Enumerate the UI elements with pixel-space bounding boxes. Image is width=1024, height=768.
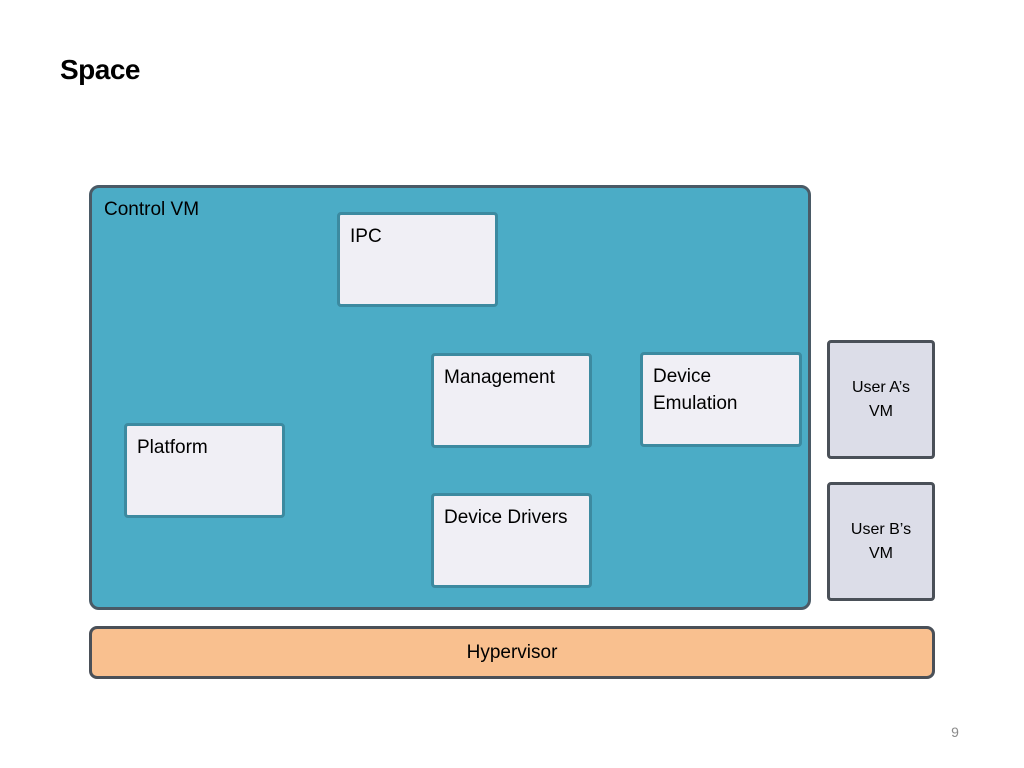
device-drivers-label: Device Drivers bbox=[444, 507, 568, 528]
user-a-vm-box: User A’s VM bbox=[827, 340, 935, 459]
control-vm-label: Control VM bbox=[104, 199, 200, 220]
slide-title: Space bbox=[60, 54, 141, 85]
hypervisor-label: Hypervisor bbox=[466, 641, 558, 663]
user-a-vm-label: User A’s VM bbox=[851, 378, 911, 420]
ipc-box: IPC bbox=[337, 212, 498, 307]
hypervisor-bar: Hypervisor bbox=[89, 626, 935, 679]
control-vm-box: Control VM IPC Management Device Emulati… bbox=[89, 185, 811, 610]
device-emulation-box: Device Emulation bbox=[640, 352, 802, 447]
user-b-vm-label: User B’s VM bbox=[850, 520, 912, 562]
platform-label: Platform bbox=[137, 437, 208, 458]
device-drivers-box: Device Drivers bbox=[431, 493, 592, 588]
device-emulation-label: Device Emulation bbox=[653, 366, 738, 414]
platform-box: Platform bbox=[124, 423, 285, 518]
management-label: Management bbox=[444, 367, 555, 388]
user-b-vm-box: User B’s VM bbox=[827, 482, 935, 601]
page-number: 9 bbox=[951, 724, 959, 740]
ipc-label: IPC bbox=[350, 226, 382, 247]
management-box: Management bbox=[431, 353, 592, 448]
